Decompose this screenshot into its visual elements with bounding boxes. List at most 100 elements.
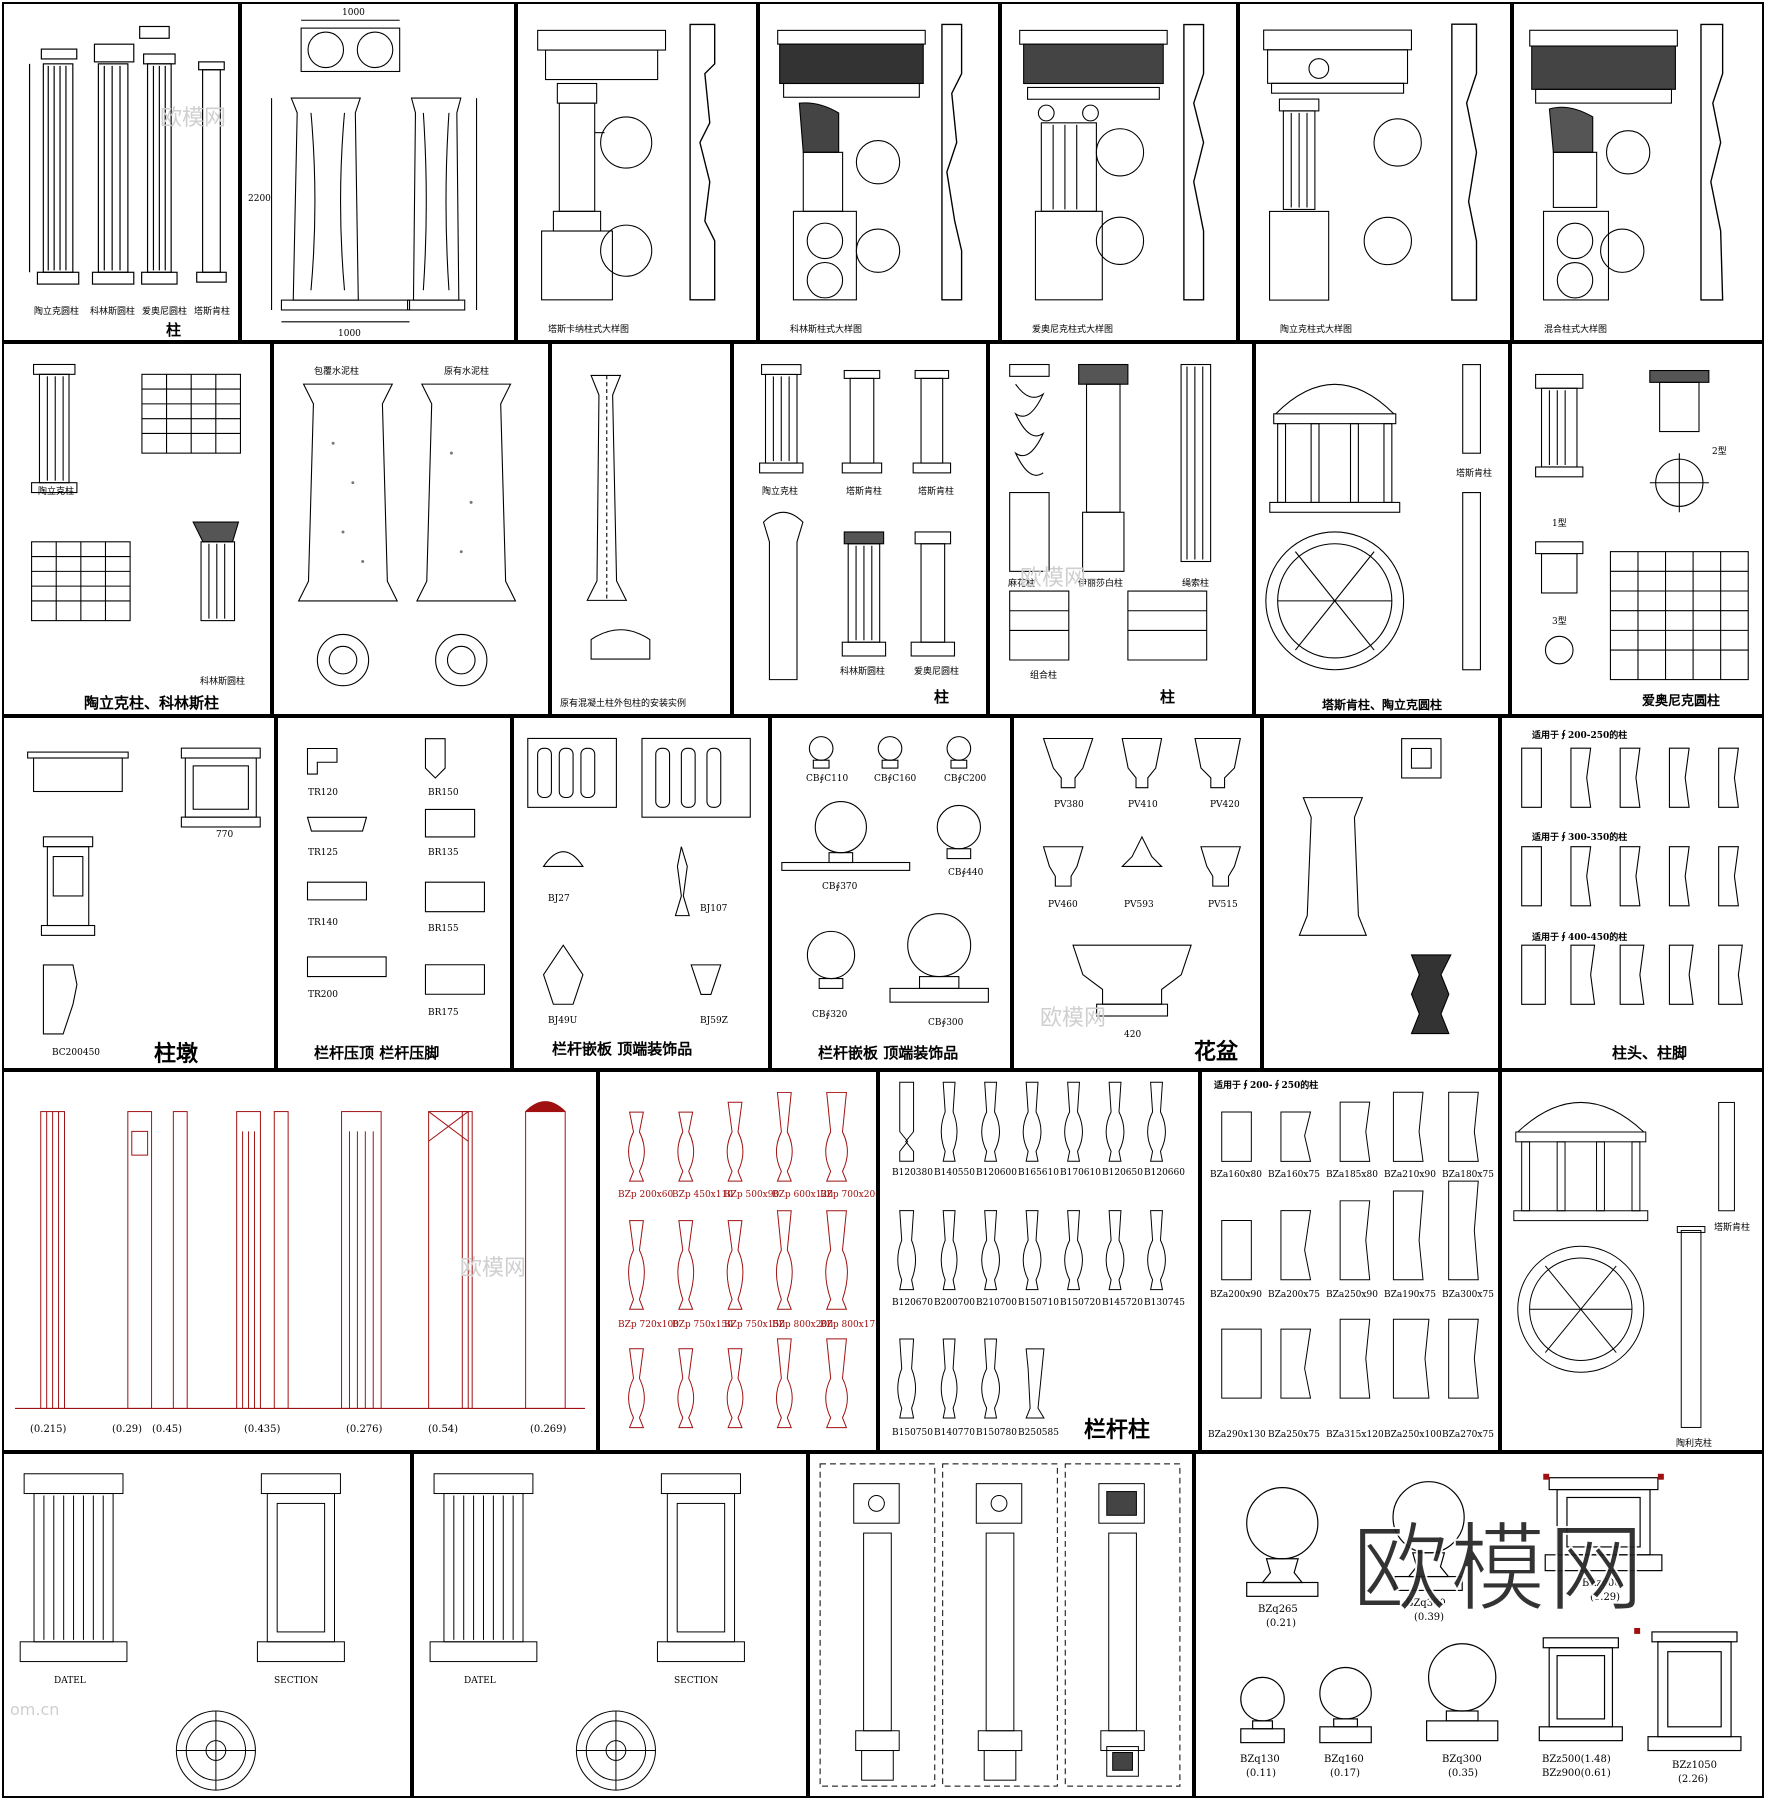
label-type2: 2型 <box>1712 447 1727 457</box>
doric-section-a-drawing <box>19 1473 345 1791</box>
dim-bottom-1000: 1000 <box>338 329 361 339</box>
label-corinthian: 科林斯圆柱 <box>840 667 886 677</box>
code-b120380: B120380 <box>892 1168 933 1178</box>
code-bzp-800x200: BZp 800x200 <box>772 1320 833 1330</box>
sheet-doric-section-b: DATEL SECTION <box>412 1452 808 1798</box>
code-bza-250x90: BZa250x90 <box>1326 1290 1378 1300</box>
sheet-ionic-detail: 爱奥尼克柱式大样图 <box>1000 2 1238 342</box>
code-bza-200x90: BZa200x90 <box>1210 1290 1262 1300</box>
cladding-section-drawing <box>297 383 517 687</box>
sheet-title: 爱奥尼克圆柱 <box>1642 694 1721 709</box>
sheet-title: 柱头、柱脚 <box>1612 1044 1688 1062</box>
caption: 爱奥尼克柱式大样图 <box>1032 325 1114 335</box>
sheet-finials: CB∮C110 CB∮C160 CB∮C200 CB∮370 CB∮440 CB… <box>770 716 1012 1070</box>
sheet-title: 陶立克柱、科林斯柱 <box>84 694 220 712</box>
brand-logo: 欧模网 <box>1351 1512 1646 1626</box>
sheet-doric-corinthian: 陶立克柱 科林斯圆柱 陶立克柱、科林斯柱 <box>2 342 272 716</box>
label-rope: 绳索柱 <box>1182 579 1210 589</box>
dim-770: 770 <box>216 830 234 840</box>
sheet-capital-profiles: 适用于∮200-∮250的柱 BZa160x80 BZa160x75 BZa18… <box>1200 1070 1500 1452</box>
label-section: SECTION <box>274 1676 319 1686</box>
gazebo-plan-drawing <box>1265 364 1481 671</box>
code-pv515: PV515 <box>1208 900 1238 910</box>
code-b170610: B170610 <box>1060 1168 1101 1178</box>
column-orders-drawing <box>28 25 227 285</box>
code-pv410: PV410 <box>1128 800 1158 810</box>
code-bj27: BJ27 <box>548 894 570 904</box>
label-doric: 陶立克柱 <box>762 487 799 497</box>
code-bzq360: BZq360 <box>1406 1598 1446 1609</box>
ratio-0435: (0.435) <box>244 1424 281 1435</box>
ratio-039: (0.39) <box>1414 1612 1445 1623</box>
caption: 混合柱式大样图 <box>1544 325 1608 335</box>
ionic-detail-drawing <box>1019 23 1205 301</box>
sheet-special-columns: 麻花柱 伊丽莎白柱 绳索柱 组合柱 柱 <box>988 342 1254 716</box>
code-cb-370: CB∮370 <box>822 882 858 892</box>
handrail-caps-drawing <box>306 738 485 995</box>
code-bzp-200x60: BZp 200x60 <box>618 1190 674 1200</box>
code-bza-190x75: BZa190x75 <box>1384 1290 1436 1300</box>
code-br150: BR150 <box>428 788 459 798</box>
code-bj49u: BJ49U <box>548 1016 578 1026</box>
code-bzp-750x150a: BZp 750x150 <box>672 1320 733 1330</box>
code-b250585: B250585 <box>1018 1428 1059 1438</box>
code-bza-160x75: BZa160x75 <box>1268 1170 1320 1180</box>
range-label: 适用于∮200-∮250的柱 <box>1214 1081 1319 1091</box>
planters-drawing <box>1042 737 1242 1017</box>
code-tr120: TR120 <box>308 788 338 798</box>
ratio-129: (1.29) <box>1590 1592 1621 1603</box>
label-datel: DATEL <box>54 1676 86 1686</box>
code-b200700: B200700 <box>934 1298 975 1308</box>
code-b140770: B140770 <box>934 1428 975 1438</box>
sheet-composite-detail: 混合柱式大样图 <box>1512 2 1764 342</box>
code-bza-210x90: BZa210x90 <box>1384 1170 1436 1180</box>
code-b150720: B150720 <box>1060 1298 1101 1308</box>
sheet-column-dimensions: 1000 2200 1000 <box>240 2 516 342</box>
ratio-0215: (0.215) <box>30 1424 67 1435</box>
finials-pedestals-drawing <box>1240 1473 1742 1752</box>
code-bzp-750x150b: BZp 750x150 <box>724 1320 785 1330</box>
pilasters-drawing <box>15 1101 585 1410</box>
ratio-035: (0.35) <box>1448 1768 1479 1779</box>
code-cb-c200: CB∮C200 <box>944 774 987 784</box>
dim-side-2200: 2200 <box>248 194 271 204</box>
doric-section-b-drawing <box>429 1473 745 1791</box>
sheet-title: 柱 <box>934 688 950 706</box>
sheet-title: 柱墩 <box>154 1041 199 1067</box>
column-types-drawing <box>759 364 956 681</box>
ratio-017: (0.17) <box>1330 1768 1361 1779</box>
range-300-350: 适用于∮300-350的柱 <box>1532 833 1628 843</box>
sheet-pilasters: (0.215) (0.29) (0.45) (0.435) (0.276) (0… <box>2 1070 598 1452</box>
code-b210700: B210700 <box>976 1298 1017 1308</box>
code-b145720: B145720 <box>1102 1298 1143 1308</box>
code-cb-300: CB∮300 <box>928 1018 964 1028</box>
sheet-title: 柱 <box>166 321 182 339</box>
gazebo-drawing <box>1513 1101 1735 1428</box>
sheet-finials-pedestals: BZq265 (0.21) BZq360 (0.39) BZz600 (1.29… <box>1194 1452 1764 1798</box>
tuscan-detail-drawing <box>537 23 716 301</box>
code-b120600: B120600 <box>976 1168 1017 1178</box>
code-bzq160: BZq160 <box>1324 1754 1364 1765</box>
ratio-021: (0.21) <box>1266 1618 1297 1629</box>
code-bza-200x75: BZa200x75 <box>1268 1290 1320 1300</box>
sheet-doric-section-a: DATEL SECTION <box>2 1452 412 1798</box>
label-composite: 组合柱 <box>1030 671 1058 681</box>
sheet-title: 柱 <box>1160 688 1176 706</box>
code-b130745: B130745 <box>1144 1298 1185 1308</box>
sheet-pedestal-section <box>1262 716 1500 1070</box>
label-doric: 陶立克柱 <box>38 487 75 497</box>
code-bzz900: BZz900(0.61) <box>1542 1768 1611 1779</box>
sheet-doric-detail: 陶立克柱式大样图 <box>1238 2 1512 342</box>
code-bza-270x75: BZa270x75 <box>1442 1430 1494 1440</box>
sheet-title: 栏杆压顶 栏杆压脚 <box>314 1044 440 1062</box>
label-ionic: 爱奥尼圆柱 <box>914 667 960 677</box>
sheet-baluster-red: BZp 200x60 BZp 450x110 BZp 500x90 BZp 60… <box>598 1070 878 1452</box>
sheet-column-types: 陶立克柱 塔斯肯柱 塔斯肯柱 科林斯圆柱 爱奥尼圆柱 柱 <box>732 342 988 716</box>
sheet-planters: PV380 PV410 PV420 PV460 PV593 PV515 420 … <box>1012 716 1262 1070</box>
label-elizabeth: 伊丽莎白柱 <box>1078 579 1124 589</box>
label-tuscan-a: 塔斯肯柱 <box>846 487 883 497</box>
code-bza-180x75: BZa180x75 <box>1442 1170 1494 1180</box>
code-bza-300x75: BZa300x75 <box>1442 1290 1494 1300</box>
install-example-drawing <box>586 374 651 660</box>
code-bza-290x130: BZa290x130 <box>1208 1430 1266 1440</box>
